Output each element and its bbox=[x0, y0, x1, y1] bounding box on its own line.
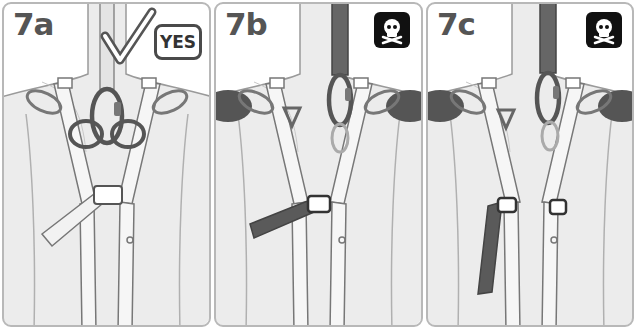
harness-straps bbox=[236, 78, 402, 325]
step-number: 7c bbox=[437, 6, 475, 42]
torso bbox=[427, 3, 633, 325]
chest-strap bbox=[42, 194, 102, 246]
carabiner bbox=[92, 89, 122, 143]
torso bbox=[215, 3, 421, 325]
carabiner bbox=[329, 75, 351, 125]
step-panel: 7aYES bbox=[2, 2, 211, 327]
buckle-half bbox=[498, 198, 516, 212]
torso bbox=[3, 3, 209, 325]
lanyard bbox=[332, 3, 348, 75]
attachment-loop bbox=[542, 122, 558, 150]
check-mark-inner bbox=[105, 12, 152, 60]
carabiner-gate bbox=[114, 102, 121, 116]
badge-text: YES bbox=[160, 32, 196, 52]
chest-buckle bbox=[308, 196, 330, 212]
panel-7a-art bbox=[0, 0, 222, 329]
loose-chest-strap bbox=[250, 200, 314, 238]
chest-buckle bbox=[94, 186, 122, 204]
harness-straps bbox=[448, 78, 614, 325]
harness-straps bbox=[24, 78, 190, 325]
attachment-loop bbox=[332, 124, 348, 152]
approval-badge: YES bbox=[154, 24, 202, 60]
step-panel: 7b bbox=[214, 2, 423, 327]
danger-skull-icon bbox=[586, 12, 622, 48]
loose-chest-strap bbox=[478, 202, 502, 294]
panel-7b-art bbox=[204, 0, 434, 329]
step-panel: 7c bbox=[426, 2, 634, 327]
lanyard bbox=[540, 3, 556, 73]
carabiner-gate bbox=[553, 86, 559, 99]
d-ring bbox=[284, 108, 300, 126]
carabiner bbox=[537, 73, 559, 123]
d-ring bbox=[498, 110, 514, 128]
panel-7c-art bbox=[416, 0, 636, 329]
carabiner-gate bbox=[345, 88, 351, 101]
step-number: 7b bbox=[225, 6, 267, 42]
check-mark bbox=[105, 12, 152, 60]
step-number: 7a bbox=[13, 6, 54, 42]
buckle-half bbox=[550, 200, 566, 214]
danger-skull-icon bbox=[374, 12, 410, 48]
